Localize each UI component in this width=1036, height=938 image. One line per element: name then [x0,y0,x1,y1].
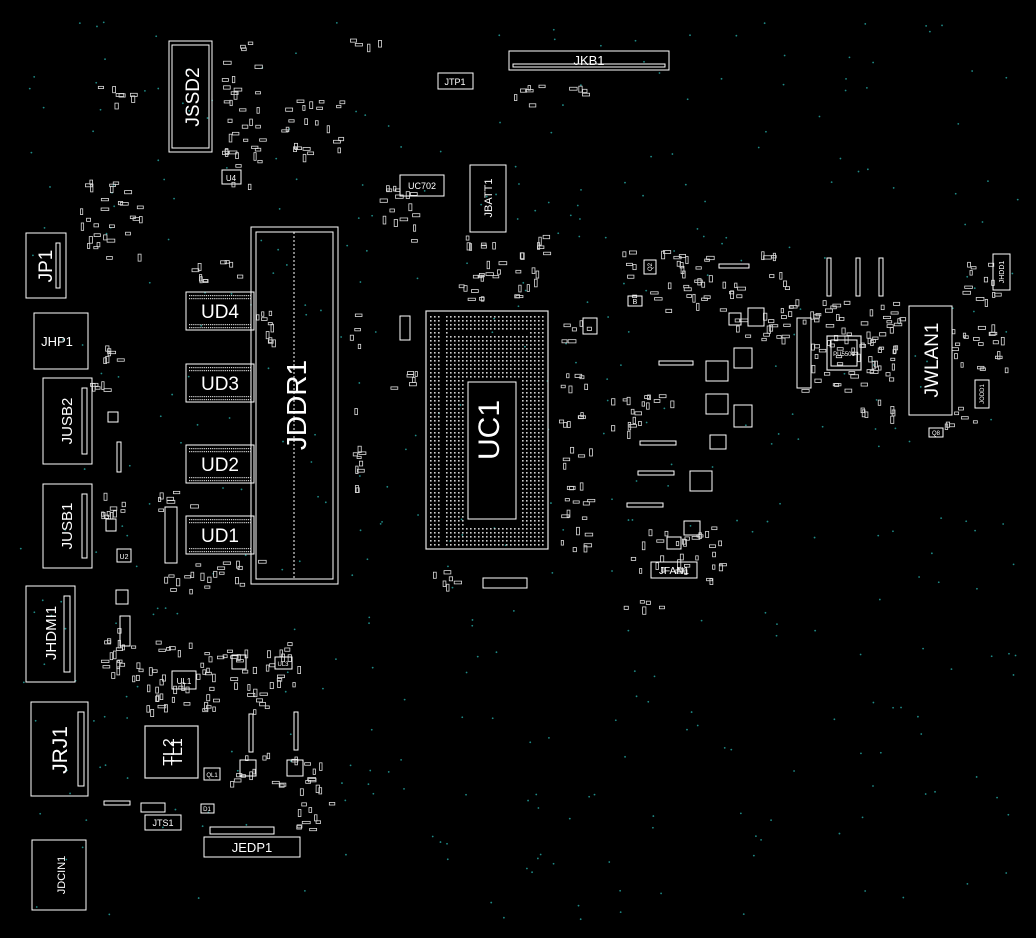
u2-chip[interactable]: U2 [116,548,132,563]
ul3-chip[interactable]: UL3 [274,656,293,670]
svg-text:TL2: TL2 [161,738,178,766]
svg-text:JP1: JP1 [36,250,57,283]
svg-text:UD4: UD4 [201,302,239,323]
jhp1-connector[interactable]: JHP1 [33,312,89,370]
ul1-chip[interactable]: UL1 [171,670,197,690]
svg-text:JTS1: JTS1 [152,818,173,828]
svg-text:Q8: Q8 [932,431,941,437]
svg-text:UC702: UC702 [408,181,436,191]
passive-components [80,38,1009,832]
svg-text:Q2: Q2 [648,262,654,271]
svg-text:UD2: UD2 [201,455,239,476]
svg-text:JHDD1: JHDD1 [999,261,1006,284]
svg-text:UD3: UD3 [201,374,239,395]
svg-text:UL3: UL3 [277,662,289,668]
jbatt1-connector[interactable]: JBATT1 [469,164,507,233]
jhdmi1-connector[interactable]: JHDMI1 [25,585,76,683]
ud1-chip[interactable]: UD1 [185,515,255,555]
svg-text:JODD1: JODD1 [980,384,986,404]
d1-diode[interactable]: D1 [200,803,215,814]
jssd2-connector[interactable]: JSSD2 [168,40,213,153]
cpu-ball-grid [430,316,544,546]
svg-text:JEDP1: JEDP1 [232,840,272,855]
jp1-connector[interactable]: JP1 [25,232,67,299]
ql1-chip[interactable]: QL1 [203,767,221,781]
jddr1-connector[interactable]: JDDR1 [250,226,339,585]
svg-text:JBATT1: JBATT1 [483,179,495,218]
svg-text:JRJ1: JRJ1 [49,726,72,774]
uc1-cpu[interactable]: UC1 [425,310,549,550]
svg-text:TL1: TL1 [169,738,186,766]
svg-text:JFAN1: JFAN1 [659,566,689,577]
ud4-chip[interactable]: UD4 [185,291,255,331]
svg-text:B: B [633,299,638,306]
dram-chips: UD4 UD3 UD2 UD1 [185,291,255,555]
pu5501-chip[interactable]: PU5501 [826,335,862,371]
u4-chip[interactable]: U4 [221,169,242,185]
via-layer [19,21,1019,921]
tl1-tl2-transformer[interactable]: TL1 TL2 [144,725,199,779]
jdcin1-connector[interactable]: JDCIN1 [31,839,87,911]
jwlan1-connector[interactable]: JWLAN1 [908,305,953,416]
svg-text:JTP1: JTP1 [444,77,465,87]
svg-text:JHDMI1: JHDMI1 [43,606,60,660]
uc702-chip[interactable]: UC702 [399,174,445,197]
svg-text:D1: D1 [203,807,211,813]
svg-text:JSSD2: JSSD2 [183,67,204,126]
svg-text:JHP1: JHP1 [41,334,73,349]
svg-text:JDDR1: JDDR1 [281,360,312,450]
svg-text:JUSB2: JUSB2 [59,398,76,445]
jusb2-connector[interactable]: JUSB2 [42,377,93,465]
svg-text:UD1: UD1 [201,526,239,547]
b-part[interactable]: B [627,295,643,307]
svg-text:JDCIN1: JDCIN1 [56,856,68,895]
svg-text:UL1: UL1 [177,677,192,686]
jts1-connector[interactable]: JTS1 [144,814,182,831]
svg-text:U4: U4 [226,174,237,183]
jtp1-connector[interactable]: JTP1 [437,72,474,90]
svg-text:QL1: QL1 [206,773,218,779]
svg-text:JKB1: JKB1 [573,53,604,68]
svg-text:PU5501: PU5501 [833,352,855,358]
jusb1-connector[interactable]: JUSB1 [42,483,93,569]
ud2-chip[interactable]: UD2 [185,444,255,484]
q2-chip[interactable]: Q2 [643,259,657,275]
jrj1-connector[interactable]: JRJ1 [30,701,89,797]
svg-text:JUSB1: JUSB1 [59,503,76,550]
q8-chip[interactable]: Q8 [928,427,944,438]
svg-text:U2: U2 [120,554,129,561]
misc-parts [103,257,884,835]
jedp1-connector[interactable]: JEDP1 [203,836,301,858]
jfan1-connector[interactable]: JFAN1 [650,561,698,579]
svg-text:UC1: UC1 [473,400,506,460]
jodd1-connector[interactable]: JODD1 [974,379,990,409]
svg-text:JWLAN1: JWLAN1 [922,323,943,398]
jhdd1-connector[interactable]: JHDD1 [992,253,1011,291]
ud3-chip[interactable]: UD3 [185,363,255,403]
jkb1-connector[interactable]: JKB1 [508,50,670,71]
